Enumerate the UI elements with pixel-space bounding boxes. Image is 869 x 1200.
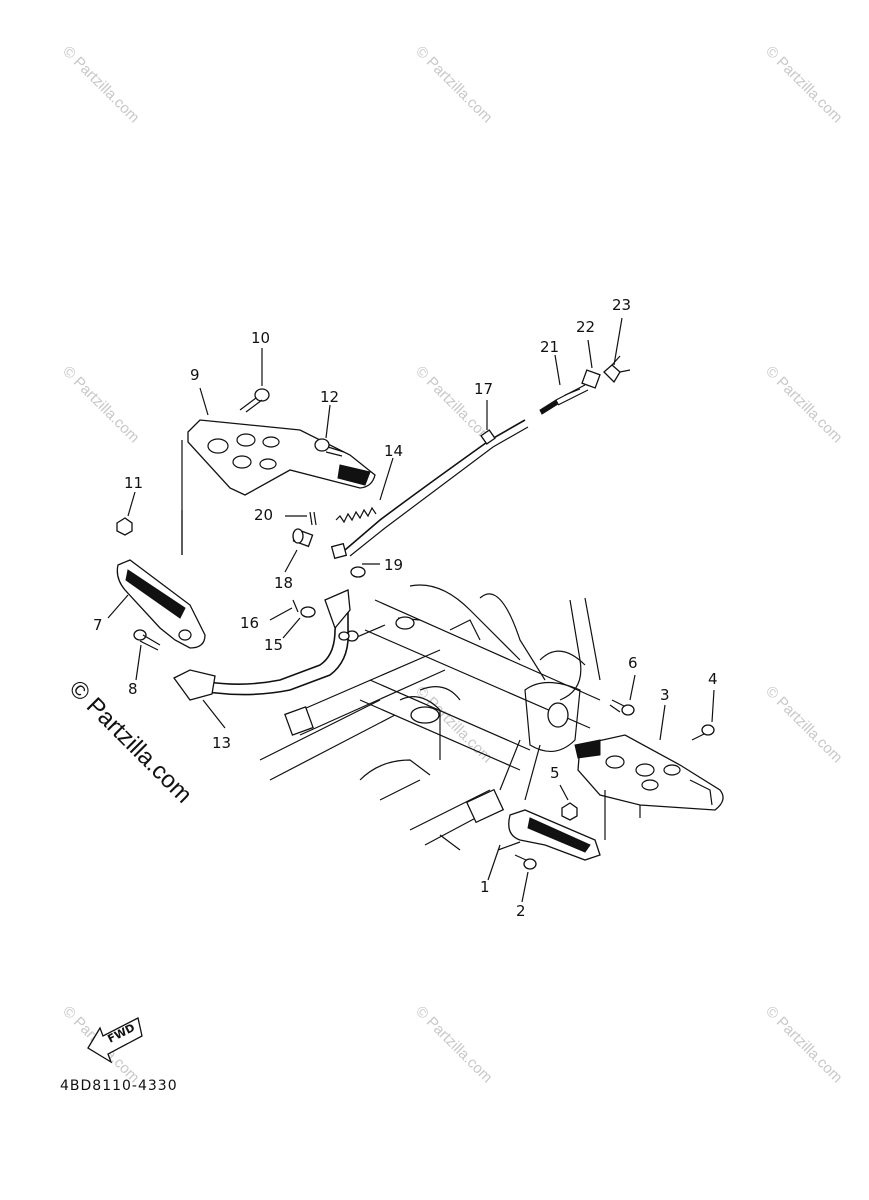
left-footpeg <box>116 559 206 649</box>
watermark: © Partzilla.com <box>762 363 845 446</box>
brake-pedal <box>173 589 351 701</box>
right-footrest-bracket <box>574 734 724 840</box>
callout-5: 5 <box>550 764 560 782</box>
callout-18: 18 <box>274 574 293 592</box>
watermark: © Partzilla.com <box>59 363 142 446</box>
hardware <box>116 355 715 870</box>
watermark: © Partzilla.com <box>412 43 495 126</box>
callout-23: 23 <box>612 296 631 314</box>
callout-4: 4 <box>708 670 718 688</box>
brake-rod <box>344 384 589 557</box>
callout-8: 8 <box>128 680 138 698</box>
diagram-code: 4BD8110-4330 <box>60 1078 178 1094</box>
callout-6: 6 <box>628 654 638 672</box>
callout-15: 15 <box>264 636 283 654</box>
spring <box>335 506 377 524</box>
callout-10: 10 <box>251 329 270 347</box>
leader-lines <box>107 317 715 903</box>
right-footpeg <box>497 809 601 861</box>
left-footrest-bracket <box>181 419 376 555</box>
callout-21: 21 <box>540 338 559 356</box>
watermark: © Partzilla.com <box>762 1003 845 1086</box>
watermark: © Partzilla.com <box>762 43 845 126</box>
callout-9: 9 <box>190 366 200 384</box>
callout-22: 22 <box>576 318 595 336</box>
callout-13: 13 <box>212 734 231 752</box>
watermark: © Partzilla.com <box>412 1003 495 1086</box>
callout-16: 16 <box>240 614 259 632</box>
callout-19: 19 <box>384 556 403 574</box>
callout-11: 11 <box>124 474 143 492</box>
callout-7: 7 <box>93 616 103 634</box>
callout-17: 17 <box>474 380 493 398</box>
callout-14: 14 <box>384 442 403 460</box>
watermarks: © Partzilla.com © Partzilla.com © Partzi… <box>59 43 845 1086</box>
callout-3: 3 <box>660 686 670 704</box>
watermark: © Partzilla.com <box>59 43 142 126</box>
callout-2: 2 <box>516 902 526 920</box>
frame <box>259 584 601 851</box>
callout-1: 1 <box>480 878 490 896</box>
callout-12: 12 <box>320 388 339 406</box>
watermark: © Partzilla.com <box>762 683 845 766</box>
callout-20: 20 <box>254 506 273 524</box>
callouts: 1 2 3 4 5 6 7 8 9 10 11 12 13 14 15 16 1… <box>93 296 718 920</box>
